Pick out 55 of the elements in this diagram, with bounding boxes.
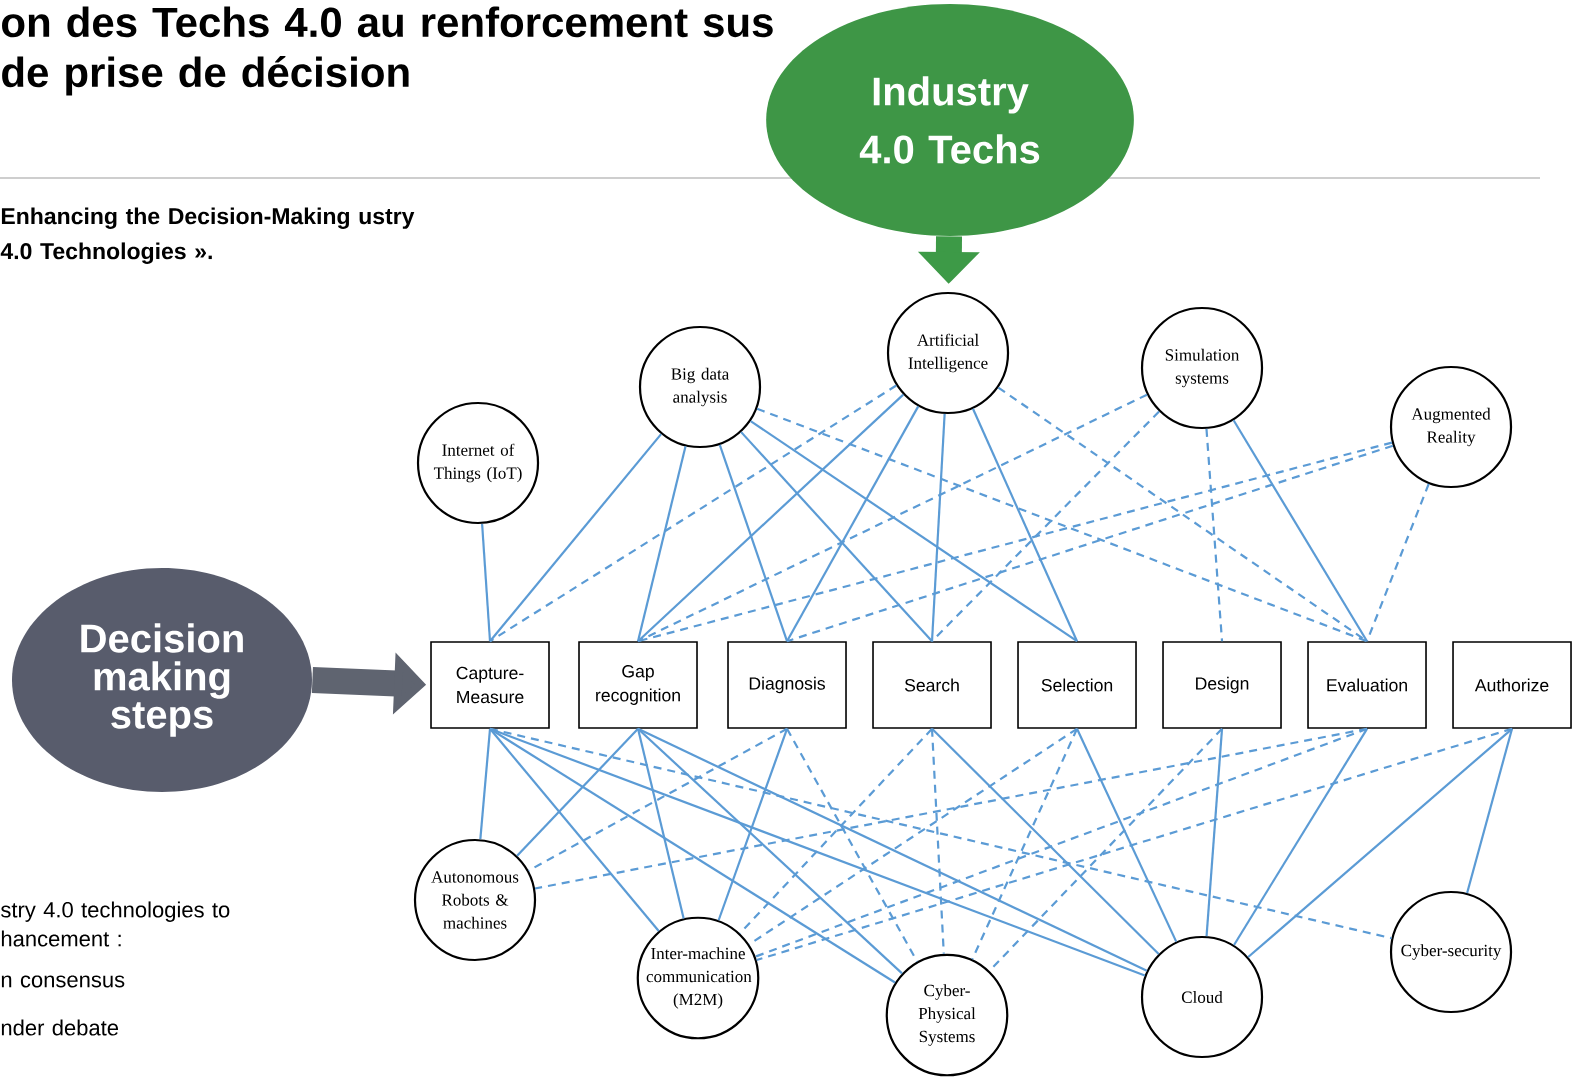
connector-line: [481, 523, 492, 642]
connector-line: [971, 408, 1079, 642]
connector-line: [528, 727, 788, 872]
connector-line: [740, 431, 933, 642]
step-box: Evaluation: [1307, 641, 1427, 729]
connector-line: [755, 727, 1368, 958]
connector-line: [489, 433, 662, 642]
connector-line: [750, 420, 1078, 643]
connector-line: [756, 407, 1368, 643]
connector-line: [1247, 727, 1513, 958]
step-box: Diagnosis: [727, 641, 847, 729]
connector-line: [748, 727, 1078, 946]
connector-line: [479, 728, 492, 840]
connector-line: [489, 384, 897, 643]
connector-line: [930, 413, 946, 642]
step-box: Search: [872, 641, 992, 729]
connector-line: [931, 728, 1160, 955]
connector-line: [1233, 728, 1368, 946]
connector-line: [1466, 728, 1514, 894]
connector-line: [637, 728, 903, 975]
connector-line: [786, 728, 919, 962]
connector-line: [534, 727, 1368, 890]
legend-text: n consensus: [1, 975, 125, 988]
note-text: stry 4.0 technologies to hancement :: [1, 901, 230, 947]
connector-line: [637, 393, 904, 642]
connector-line: [930, 728, 945, 954]
step-box: Selection: [1017, 641, 1137, 729]
connector-line: [1076, 728, 1178, 943]
step-box: Authorize: [1452, 641, 1572, 729]
connector-line: [1205, 728, 1224, 937]
connector-line: [718, 444, 789, 642]
connector-line: [739, 728, 933, 935]
connector-line: [489, 727, 1146, 977]
step-box: Capture-Measure: [430, 641, 550, 729]
connector-line: [489, 728, 660, 932]
connector-line: [637, 393, 1148, 643]
connector-line: [717, 728, 789, 921]
connector-line: [931, 410, 1160, 642]
legend-text: nder debate: [1, 1019, 119, 1036]
step-box: Design: [1162, 641, 1282, 729]
connector-line: [1366, 483, 1430, 642]
connector-line: [489, 727, 1392, 940]
connector-line: [636, 728, 685, 919]
connector-line: [516, 728, 639, 857]
connector-line: [636, 446, 687, 642]
connector-line: [1232, 419, 1368, 642]
step-box: Gap recognition: [578, 641, 698, 729]
connector-line: [786, 444, 1394, 643]
connector-line: [756, 727, 1513, 962]
connector-line: [637, 727, 1148, 972]
connector-line: [786, 405, 920, 642]
citation-text: Enhancing the Decision-Making ustry 4.0 Technologies ».: [0, 207, 415, 264]
connector-line: [637, 441, 1393, 643]
connector-line: [971, 728, 1079, 960]
connector-line: [1205, 428, 1224, 642]
